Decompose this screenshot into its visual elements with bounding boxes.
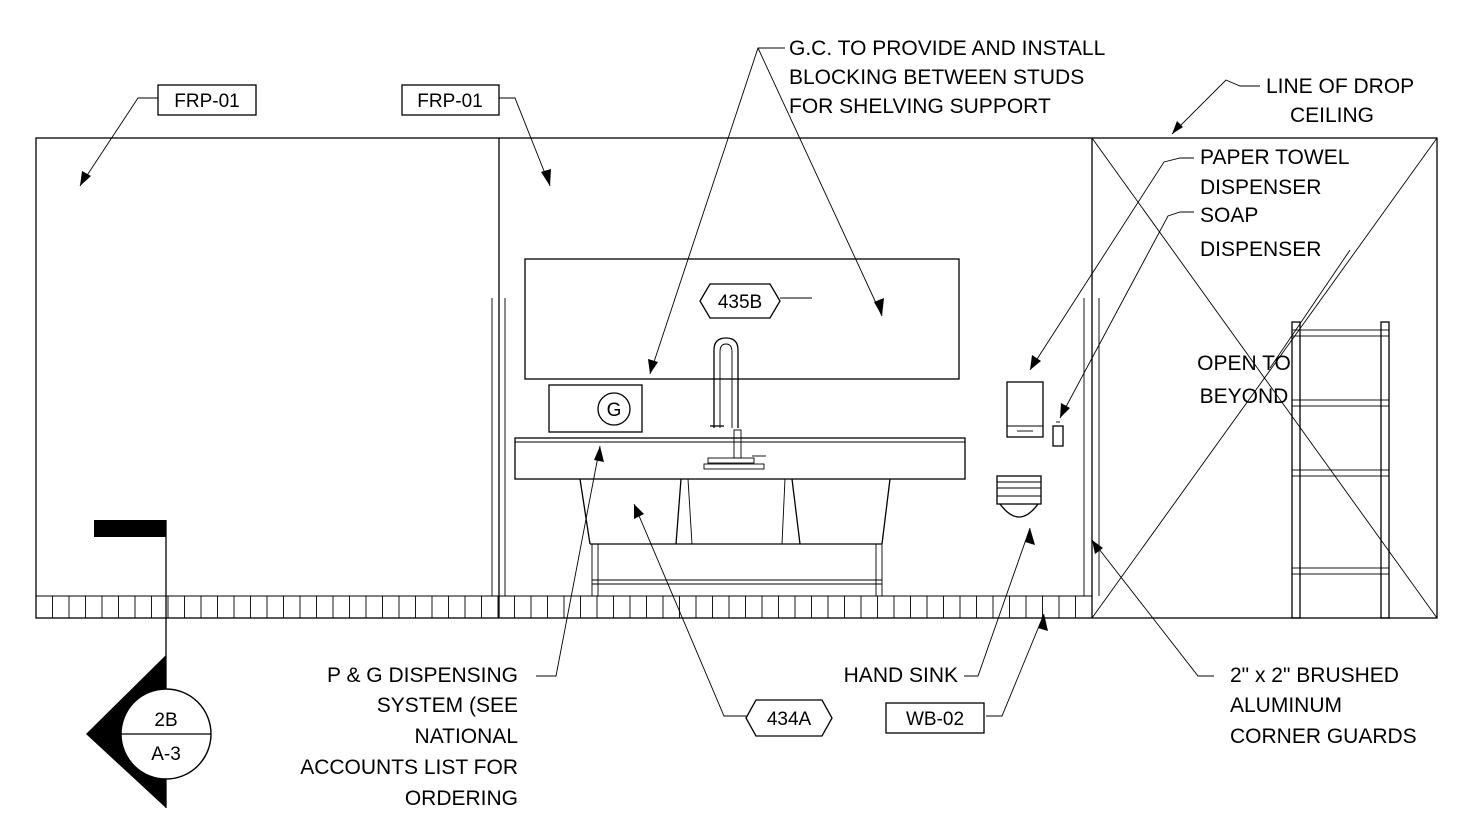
note-soap-line-1: SOAP xyxy=(1200,204,1258,227)
note-cg-line-1: 2" x 2" BRUSHED xyxy=(1230,664,1399,687)
note-drop-ceiling: LINE OF DROP CEILING xyxy=(1266,75,1414,127)
pg-symbol-text: G xyxy=(607,400,622,421)
note-gc-line-1: G.C. TO PROVIDE AND INSTALL xyxy=(789,37,1105,60)
note-pg-line-2: SYSTEM (SEE xyxy=(377,694,518,717)
sink-tag-text: 434A xyxy=(767,709,812,730)
note-pg-line-3: NATIONAL xyxy=(415,725,518,748)
shelving-board xyxy=(524,258,960,380)
wall-base-tiles xyxy=(36,595,1092,618)
shelf-tag-text: 435B xyxy=(718,292,762,313)
note-pt-line-1: PAPER TOWEL xyxy=(1200,146,1349,169)
note-paper-towel: PAPER TOWEL DISPENSER xyxy=(1200,146,1349,199)
note-open-beyond: OPEN TO BEYOND xyxy=(1197,352,1291,408)
pg-symbol-circle xyxy=(597,392,631,426)
shelf-tag-435b[interactable]: 435B xyxy=(699,283,781,319)
soap-dispenser xyxy=(1052,421,1064,447)
note-corner-guards: 2" x 2" BRUSHED ALUMINUM CORNER GUARDS xyxy=(1230,664,1417,748)
sink-tag-434a[interactable]: 434A xyxy=(745,699,833,737)
note-soap-line-2: DISPENSER xyxy=(1200,238,1321,261)
note-open-line-2: BEYOND xyxy=(1200,385,1289,408)
note-cg-line-3: CORNER GUARDS xyxy=(1230,725,1417,748)
open-to-beyond-cross xyxy=(1091,137,1438,619)
leader-lines xyxy=(79,47,1351,717)
pg-dispenser: G xyxy=(548,384,643,433)
faucet xyxy=(703,337,766,470)
wall-base-tag[interactable]: WB-02 xyxy=(885,702,985,734)
note-cg-line-2: ALUMINUM xyxy=(1230,694,1342,717)
three-compartment-sink xyxy=(514,437,966,597)
leader-arrowheads[interactable] xyxy=(80,121,1183,631)
note-soap: SOAP DISPENSER xyxy=(1200,204,1321,261)
note-drop-line-2: CEILING xyxy=(1290,104,1374,127)
section-detail-number: 2B xyxy=(154,710,177,731)
note-gc-line-3: FOR SHELVING SUPPORT xyxy=(789,95,1051,118)
section-marker: 2B A-3 xyxy=(86,655,212,808)
note-drop-line-1: LINE OF DROP xyxy=(1266,75,1414,98)
note-gc-blocking: G.C. TO PROVIDE AND INSTALL BLOCKING BET… xyxy=(789,37,1105,118)
note-pg-system: P & G DISPENSING SYSTEM (SEE NATIONAL AC… xyxy=(300,664,518,810)
frp-tag-mid[interactable]: FRP-01 xyxy=(401,84,500,116)
note-pt-line-2: DISPENSER xyxy=(1200,176,1321,199)
frp-tag-left-text: FRP-01 xyxy=(174,91,239,112)
note-pg-line-4: ACCOUNTS LIST FOR xyxy=(300,756,518,779)
note-open-line-1: OPEN TO xyxy=(1197,352,1291,375)
hand-sink xyxy=(996,475,1042,518)
note-pg-line-1: P & G DISPENSING xyxy=(327,664,518,687)
note-gc-line-2: BLOCKING BETWEEN STUDS xyxy=(789,66,1084,89)
wall-base-tag-text: WB-02 xyxy=(906,709,964,730)
note-pg-line-5: ORDERING xyxy=(405,787,518,808)
section-sheet-number: A-3 xyxy=(151,744,181,765)
frp-tag-mid-text: FRP-01 xyxy=(417,91,482,112)
frp-tag-left[interactable]: FRP-01 xyxy=(157,84,257,116)
paper-towel-dispenser xyxy=(1006,381,1044,438)
shelving-unit xyxy=(1291,321,1390,619)
wall-outline xyxy=(35,137,1438,619)
note-hand-sink: HAND SINK xyxy=(844,664,958,687)
